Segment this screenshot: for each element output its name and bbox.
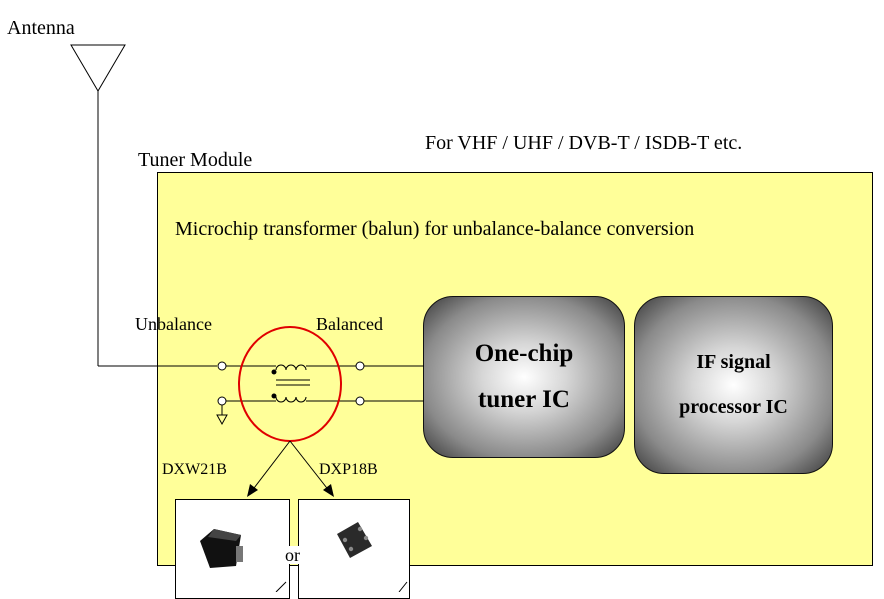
unbalance-label: Unbalance	[135, 314, 212, 334]
if-ic-label-line2: processor IC	[679, 396, 788, 418]
dxw21b-chip-icon	[200, 529, 243, 568]
ground-icon	[216, 405, 228, 426]
dxp18b-chip-icon	[337, 522, 372, 558]
antenna-icon	[70, 44, 217, 367]
balanced-label: Balanced	[316, 314, 383, 334]
or-label: or	[284, 545, 301, 565]
tuner-module-label: Tuner Module	[138, 149, 253, 171]
transformer-icon	[271, 364, 310, 403]
balun-description: Microchip transformer (balun) for unbala…	[175, 218, 695, 240]
dxw21b-label: DXW21B	[162, 461, 227, 478]
input-terminal-icon	[217, 361, 227, 371]
ground-terminal-icon	[217, 396, 227, 406]
balun-highlight-circle	[238, 326, 342, 442]
if-signal-processor-ic: IF signal processor IC	[634, 296, 833, 474]
if-ic-label-line1: IF signal	[696, 351, 771, 373]
tuner-ic-label-line1: One-chip	[474, 340, 574, 367]
arrow-left-icon	[247, 440, 291, 497]
balanced-terminal-2-icon	[355, 396, 365, 406]
tuner-ic-label-line2: tuner IC	[478, 386, 570, 413]
antenna-label: Antenna	[7, 17, 75, 39]
balanced-terminal-1-icon	[355, 361, 365, 371]
dxp18b-label: DXP18B	[319, 461, 378, 478]
arrow-right-icon	[289, 440, 334, 497]
application-label: For VHF / UHF / DVB-T / ISDB-T etc.	[425, 132, 743, 154]
one-chip-tuner-ic: One-chip tuner IC	[423, 296, 625, 458]
